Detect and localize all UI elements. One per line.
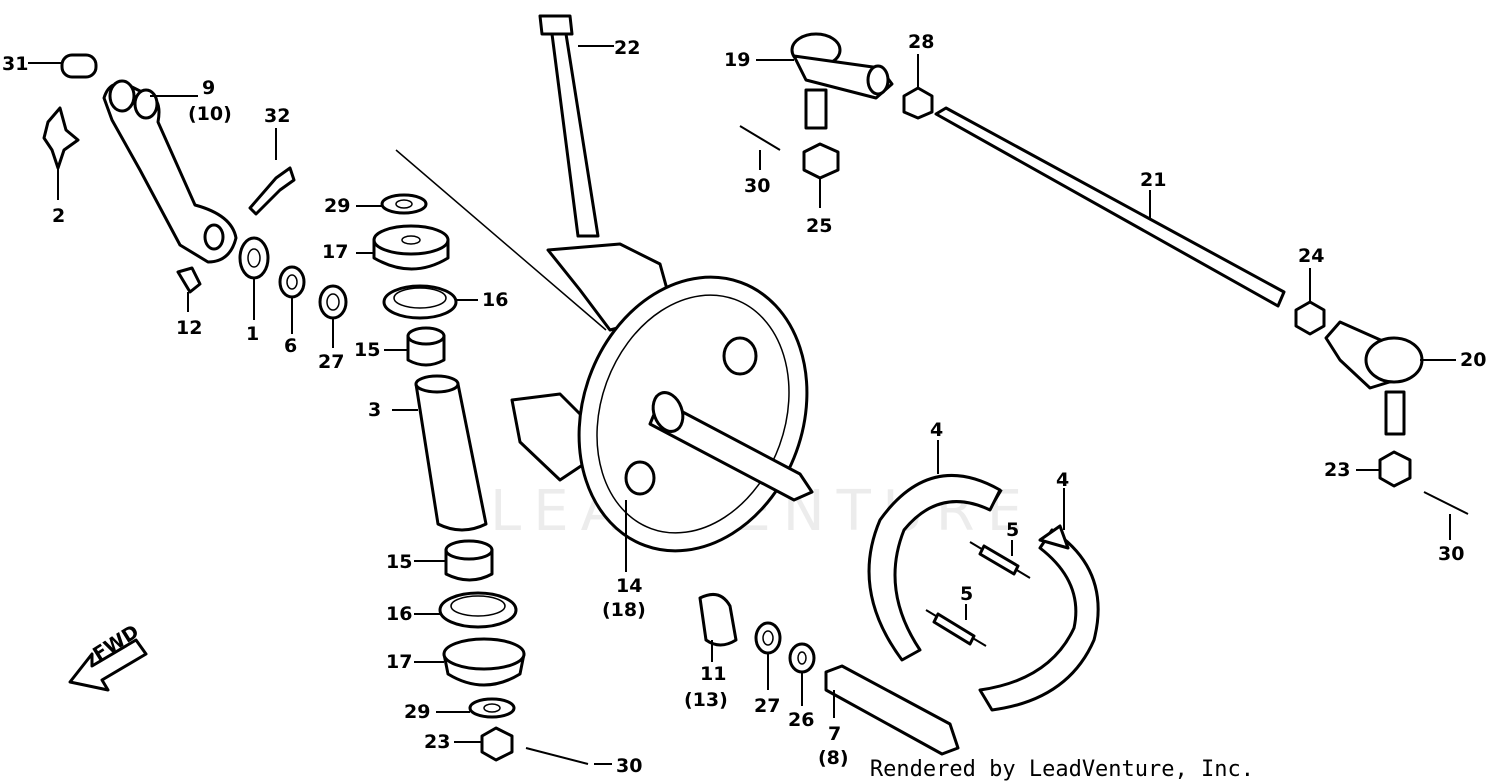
part-32-bolt[interactable] bbox=[248, 166, 296, 216]
leader-lines bbox=[28, 45, 1456, 765]
part-7-cam-shaft[interactable] bbox=[824, 664, 960, 756]
part-5-spring-lower[interactable] bbox=[925, 609, 987, 647]
callout-labels: 31 9 (10) 2 32 12 1 6 27 29 17 16 15 3 1… bbox=[2, 31, 1486, 777]
callout-13: (13) bbox=[684, 689, 728, 711]
part-9-steering-arm[interactable] bbox=[102, 79, 238, 264]
callout-19: 19 bbox=[724, 49, 750, 71]
part-30-cotter-pin-right[interactable] bbox=[1423, 491, 1469, 515]
part-6-bearing[interactable] bbox=[278, 265, 306, 299]
callout-16-upper: 16 bbox=[482, 289, 508, 311]
callout-29-lower: 29 bbox=[404, 701, 430, 723]
part-20-tie-rod-end[interactable] bbox=[1324, 320, 1424, 436]
part-3-kingpin[interactable] bbox=[414, 374, 488, 532]
callout-17-lower: 17 bbox=[386, 651, 412, 673]
part-15-bushing-lower[interactable] bbox=[444, 539, 494, 582]
part-23-nut-right[interactable] bbox=[1378, 450, 1412, 488]
callout-23-lower: 23 bbox=[424, 731, 450, 753]
callout-14: 14 bbox=[616, 575, 642, 597]
callout-28: 28 bbox=[908, 31, 934, 53]
part-15-bushing-upper[interactable] bbox=[406, 326, 446, 367]
fwd-arrow-icon bbox=[68, 638, 148, 692]
callout-5-upper: 5 bbox=[1006, 519, 1019, 541]
part-17-cap-lower[interactable] bbox=[442, 637, 526, 687]
callout-31: 31 bbox=[2, 53, 28, 75]
credit-text: Rendered by LeadVenture, Inc. bbox=[869, 757, 1254, 782]
part-2-wing-nut[interactable] bbox=[42, 106, 80, 170]
callout-6: 6 bbox=[284, 335, 297, 357]
callout-1: 1 bbox=[246, 323, 259, 345]
callout-5-lower: 5 bbox=[960, 583, 973, 605]
callout-22: 22 bbox=[614, 37, 640, 59]
part-31-collar[interactable] bbox=[60, 53, 98, 79]
part-30-cotter-pin-upper[interactable] bbox=[739, 125, 781, 151]
part-25-nut[interactable] bbox=[802, 142, 840, 180]
callout-32: 32 bbox=[264, 105, 290, 127]
callout-4-right: 4 bbox=[1056, 469, 1069, 491]
part-28-nut[interactable] bbox=[902, 86, 934, 120]
callout-8: (8) bbox=[818, 747, 849, 769]
callout-10: (10) bbox=[188, 103, 232, 125]
part-27-seal[interactable] bbox=[318, 284, 348, 320]
part-27-seal-right[interactable] bbox=[754, 621, 782, 655]
part-30-cotter-pin-lower[interactable] bbox=[525, 747, 589, 765]
part-1-washer[interactable] bbox=[238, 236, 270, 280]
part-16-seal-lower[interactable] bbox=[438, 591, 518, 629]
callout-20: 20 bbox=[1460, 349, 1486, 371]
callout-25: 25 bbox=[806, 215, 832, 237]
callout-15-upper: 15 bbox=[354, 339, 380, 361]
part-21-tie-rod[interactable] bbox=[934, 106, 1286, 308]
callout-24: 24 bbox=[1298, 245, 1324, 267]
callout-18: (18) bbox=[602, 599, 646, 621]
callout-2: 2 bbox=[52, 205, 65, 227]
callout-30-lower: 30 bbox=[616, 755, 642, 777]
callout-21: 21 bbox=[1140, 169, 1166, 191]
callout-4-left: 4 bbox=[930, 419, 943, 441]
callout-11: 11 bbox=[700, 663, 726, 685]
part-4-brake-shoe-left[interactable] bbox=[867, 474, 1003, 662]
part-4-brake-shoe-right[interactable] bbox=[978, 524, 1100, 712]
callout-7: 7 bbox=[828, 723, 841, 745]
callout-15-lower: 15 bbox=[386, 551, 412, 573]
callout-16-lower: 16 bbox=[386, 603, 412, 625]
part-19-tie-rod-end[interactable] bbox=[790, 32, 894, 130]
callout-27-left: 27 bbox=[318, 351, 344, 373]
callout-27-right: 27 bbox=[754, 695, 780, 717]
callout-17-upper: 17 bbox=[322, 241, 348, 263]
part-12-clip[interactable] bbox=[176, 266, 202, 294]
part-24-nut[interactable] bbox=[1294, 300, 1326, 336]
callout-30-upper: 30 bbox=[744, 175, 770, 197]
part-11-clamp[interactable] bbox=[698, 592, 738, 647]
callout-29-upper: 29 bbox=[324, 195, 350, 217]
part-5-spring-upper[interactable] bbox=[969, 541, 1031, 579]
part-17-cap-upper[interactable] bbox=[372, 224, 450, 271]
part-29-washer-upper[interactable] bbox=[380, 193, 428, 215]
part-16-seal-upper[interactable] bbox=[382, 284, 458, 320]
callout-26: 26 bbox=[788, 709, 814, 731]
part-26-washer[interactable] bbox=[788, 642, 816, 674]
part-23-nut-lower[interactable] bbox=[480, 726, 514, 762]
callout-12: 12 bbox=[176, 317, 202, 339]
part-22-bolt[interactable] bbox=[538, 14, 600, 238]
part-29-washer-lower[interactable] bbox=[468, 697, 516, 719]
callout-30-right: 30 bbox=[1438, 543, 1464, 565]
callout-23-right: 23 bbox=[1324, 459, 1350, 481]
callout-3: 3 bbox=[368, 399, 381, 421]
callout-9: 9 bbox=[202, 77, 215, 99]
part-14-knuckle-drum[interactable] bbox=[395, 149, 844, 583]
